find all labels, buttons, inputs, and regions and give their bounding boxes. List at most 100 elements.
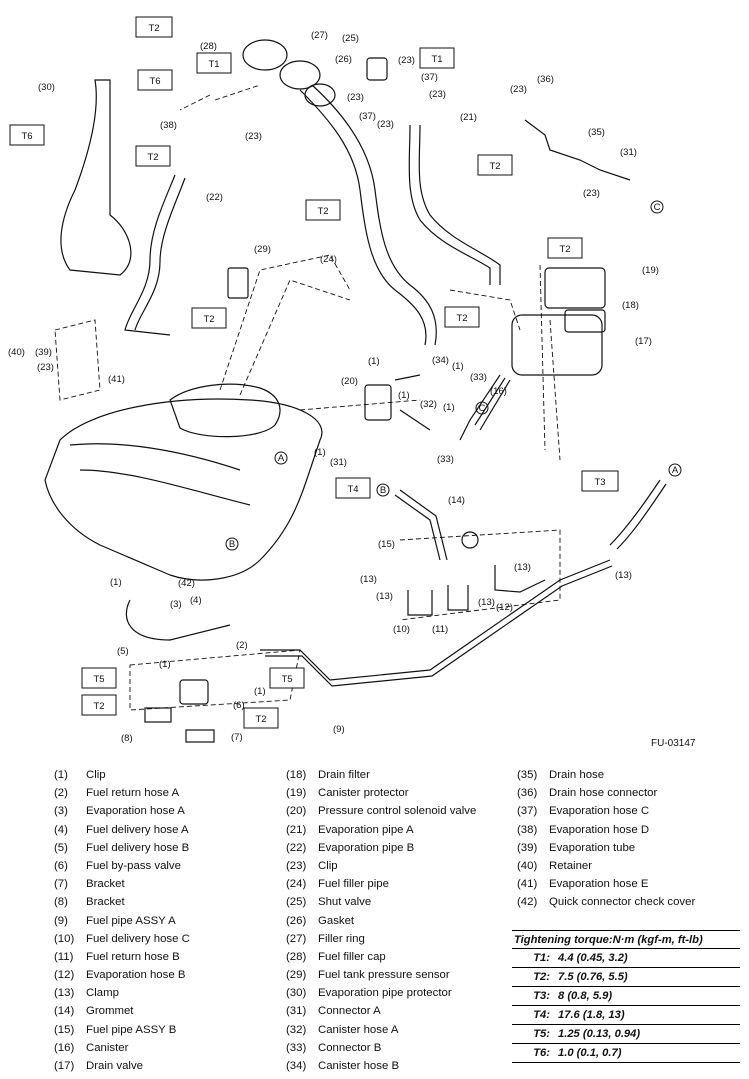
torque-box-t2-d [305, 199, 341, 221]
legend-part-name: Drain valve [86, 1060, 143, 1072]
bracket-7 [185, 729, 215, 743]
legend-row: (4)Fuel delivery hose A [42, 821, 282, 839]
legend-part-name: Evaporation hose A [86, 805, 185, 818]
callout-13-b: (13) [376, 591, 393, 602]
torque-box-t2-b [135, 145, 171, 167]
torque-box-t2-d-label: T2 [317, 206, 328, 217]
legend-part-name: Evaporation pipe protector [318, 987, 452, 1000]
legend-number: (17) [54, 1060, 75, 1072]
legend-number: (42) [517, 896, 538, 909]
callout-17: (17) [635, 336, 652, 347]
legend-number: (25) [286, 896, 307, 909]
callout-2: (2) [236, 640, 248, 651]
torque-box-t6-left-label: T6 [21, 131, 32, 142]
callout-37-a: (37) [421, 72, 438, 83]
callout-23-f: (23) [37, 362, 54, 373]
connector-marker-a-tank [274, 451, 288, 465]
legend-row: (36)Drain hose connector [505, 784, 745, 802]
torque-box-t2-b-label: T2 [147, 152, 158, 163]
legend-row: (33)Connector B [274, 1039, 514, 1057]
legend-row: (16)Canister [42, 1039, 282, 1057]
connector-marker-a-right [668, 463, 682, 477]
torque-box-t6-mid [137, 69, 173, 91]
legend-number: (30) [286, 987, 307, 1000]
callout-34: (34) [432, 355, 449, 366]
torque-box-t1-right [419, 47, 455, 69]
torque-key: T2: [533, 971, 550, 983]
callout-24: (24) [320, 254, 337, 265]
torque-box-t2-top [135, 16, 173, 38]
legend-row: (3) Evaporation hose A [42, 802, 282, 820]
legend-part-name: Drain filter [318, 769, 370, 781]
legend-part-name: Bracket [86, 878, 125, 891]
legend-part-name: Fuel return hose A [86, 787, 180, 800]
torque-box-t2-i-label: T2 [255, 714, 266, 725]
legend-number: (27) [286, 932, 307, 945]
callout-4: (4) [190, 595, 202, 606]
callout-23-e: (23) [377, 119, 394, 130]
evaporation-pipe-protector [60, 79, 132, 276]
torque-box-t5-left-label: T5 [93, 674, 104, 685]
legend-number: (18) [286, 769, 307, 781]
legend-number: (12) [54, 969, 75, 982]
figure-id: FU-03147 [651, 738, 696, 749]
legend-part-name: Fuel tank pressure sensor [318, 969, 450, 982]
legend-number: (1) [54, 769, 68, 781]
legend-part-name: Fuel delivery hose C [86, 932, 190, 945]
marker-a-right-label: A [672, 465, 679, 476]
legend-number: (3) [54, 805, 68, 818]
legend-row: (14)Grommet [42, 1002, 282, 1020]
fuel-pipe-assy-a [260, 559, 613, 687]
callout-30: (30) [38, 82, 55, 93]
evaporation-pipe-b [124, 174, 186, 336]
callout-1-h: (1) [254, 686, 266, 697]
legend-number: (23) [286, 859, 307, 872]
torque-box-t2-f-label: T2 [456, 313, 467, 324]
legend-part-name: Evaporation pipe B [318, 841, 415, 854]
legend-row: (37)Evaporation hose C [505, 802, 745, 820]
fuel-filler-pipe [299, 89, 427, 346]
callout-27: (27) [311, 30, 328, 41]
marker-a-tank-label: A [278, 453, 285, 464]
evaporation-hose-a-to-A [609, 479, 667, 550]
legend-part-name: Drain hose [549, 769, 605, 781]
fuel-delivery-hose-c [407, 590, 433, 616]
shut-valve [366, 57, 388, 81]
torque-key: T1: [533, 952, 550, 964]
legend-row: (7)Bracket [42, 875, 282, 893]
callout-21: (21) [460, 112, 477, 123]
fuel-filler-cap [242, 39, 288, 71]
canister [511, 314, 603, 376]
evaporation-pipe-a [408, 124, 501, 285]
torque-box-t5-left [81, 667, 117, 689]
callout-23-b: (23) [398, 55, 415, 66]
torque-key: T6: [533, 1047, 550, 1059]
parts-legend-column-1: (1)Clip(2)Fuel return hose A(3)Evaporati… [42, 766, 282, 1075]
canister-hose-a [394, 374, 431, 431]
callout-32: (32) [420, 399, 437, 410]
legend-part-name: Canister hose A [318, 1023, 399, 1036]
legend-number: (5) [54, 841, 68, 854]
legend-number: (33) [286, 1041, 307, 1054]
callout-33-b: (33) [437, 454, 454, 465]
legend-part-name: Fuel pipe ASSY B [86, 1023, 177, 1036]
callout-41: (41) [108, 374, 125, 385]
torque-row: T1:4.4 (0.45, 3.2) [512, 949, 740, 968]
assembly-dashed-lines [54, 84, 561, 711]
torque-row: T5:1.25 (0.13, 0.94) [512, 1025, 740, 1044]
legend-part-name: Filler ring [318, 932, 365, 945]
legend-part-name: Clamp [86, 987, 119, 1000]
callout-16: (16) [490, 386, 507, 397]
legend-row: (23)Clip [274, 857, 514, 875]
pressure-control-solenoid-valve [364, 384, 392, 421]
fuel-tank-ridge [69, 443, 251, 506]
legend-row: (27) Filler ring [274, 930, 514, 948]
torque-box-t5-right [269, 667, 305, 689]
legend-row: (41)Evaporation hose E [505, 875, 745, 893]
legend-row: (31)Connector A [274, 1002, 514, 1020]
callout-29: (29) [254, 244, 271, 255]
callout-23-d: (23) [429, 89, 446, 100]
callout-12: (12) [496, 602, 513, 613]
legend-number: (8) [54, 896, 68, 909]
legend-row: (10)Fuel delivery hose C [42, 930, 282, 948]
